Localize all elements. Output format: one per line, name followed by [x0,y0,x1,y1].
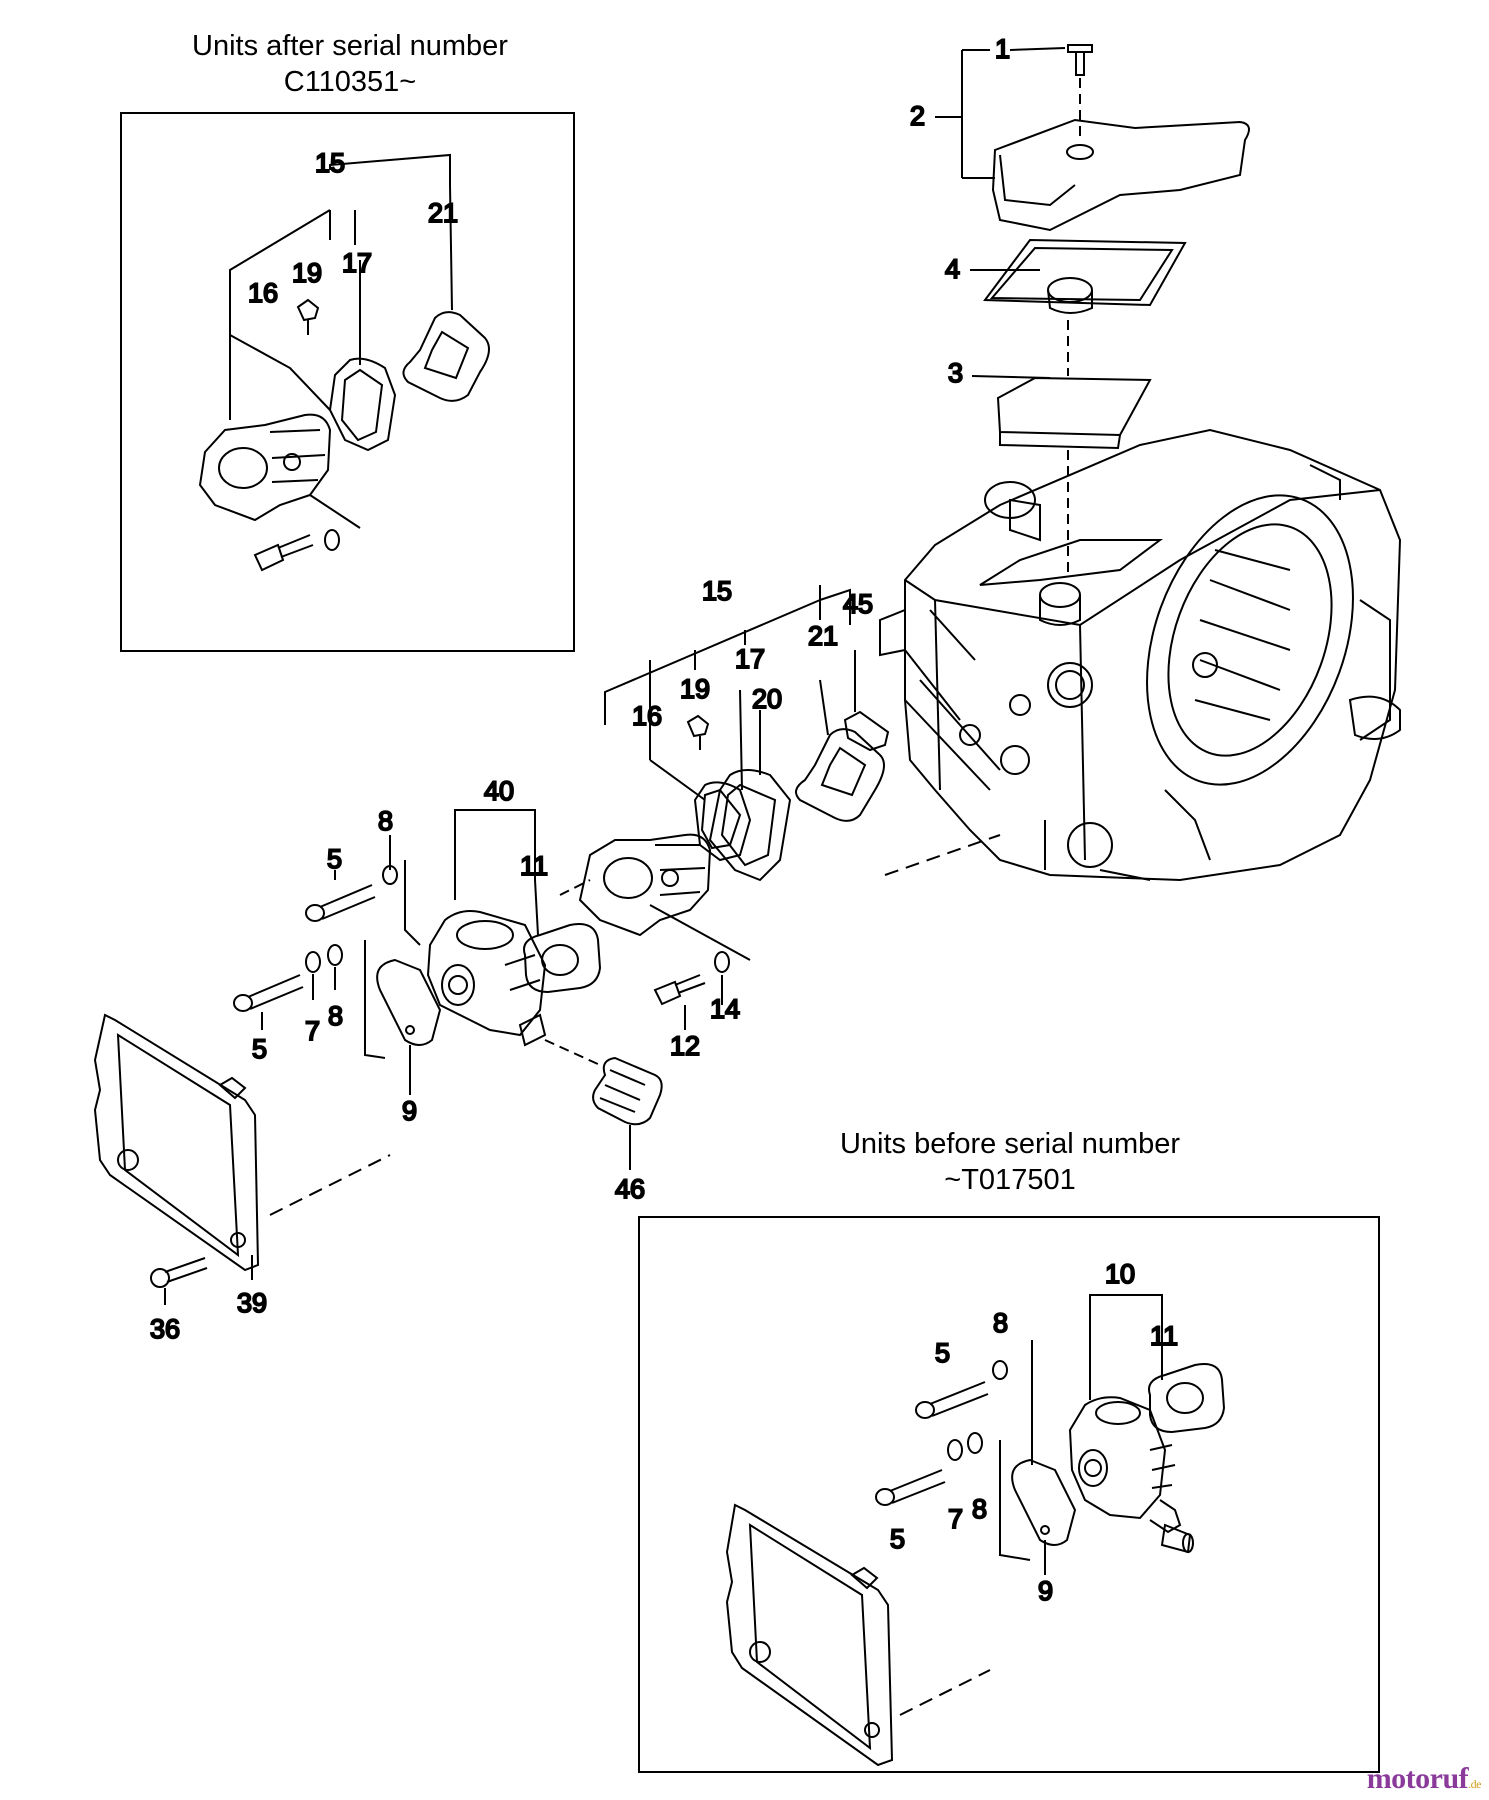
after-label-16: 16 [248,278,278,308]
label-4: 4 [945,254,960,284]
part-20 [708,710,792,882]
label-40: 40 [484,776,514,806]
label-9: 9 [402,1096,417,1126]
before-label-9: 9 [1038,1576,1053,1606]
bracket-40 [454,809,536,835]
air-filter-cover [991,118,1250,232]
label-46: 46 [615,1174,645,1204]
choke-plate-9 [376,958,442,1046]
before-inset-drawing [725,1294,1226,1767]
label-2: 2 [910,101,925,131]
label-15: 15 [702,576,732,606]
before-label-7: 7 [948,1504,963,1534]
before-label-8-upper: 8 [993,1308,1008,1338]
watermark-tld: .de [1468,1777,1481,1791]
label-17: 17 [735,644,765,674]
after-inset-title: Units after serial number C110351~ [110,28,590,100]
screw-19 [686,714,710,750]
label-20: 20 [752,684,782,714]
before-inset-title: Units before serial number ~T017501 [790,1126,1230,1198]
cover-screw-1 [1067,44,1093,76]
label-8-upper: 8 [378,806,393,836]
washer-14 [714,951,730,973]
label-3: 3 [948,358,963,388]
label-7: 7 [305,1016,320,1046]
label-16: 16 [632,701,662,731]
before-inset-title-line1: Units before serial number [839,1128,1181,1160]
label-36: 36 [150,1314,180,1344]
cover-plate-39 [93,1013,260,1272]
label-11: 11 [520,851,548,881]
label-14: 14 [710,994,740,1024]
before-inset-box [638,1216,1380,1773]
after-label-15: 15 [315,148,345,178]
after-inset-title-line2: C110351~ [283,66,417,98]
before-label-5-lower: 5 [890,1524,905,1554]
watermark-brand: motoruf [1366,1762,1469,1795]
label-12: 12 [670,1031,700,1061]
label-45: 45 [843,589,873,619]
screw-36 [150,1257,208,1288]
after-label-21: 21 [428,198,458,228]
after-inset-drawing [198,153,490,572]
after-label-19: 19 [292,258,322,288]
label-1: 1 [995,34,1010,64]
air-filter-element-3 [996,376,1152,450]
label-8-lower: 8 [328,1001,343,1031]
label-21: 21 [808,621,838,651]
watermark: motoruf.de [1366,1762,1482,1796]
intake-insulator [578,833,712,937]
gasket-21 [795,679,885,822]
filter-46 [592,1056,663,1126]
washer-8-lower [327,944,343,966]
after-label-17: 17 [342,248,372,278]
screw-5-lower [233,974,304,1012]
before-label-11: 11 [1150,1321,1178,1351]
before-inset-title-line2: ~T017501 [944,1164,1076,1196]
label-19: 19 [680,674,710,704]
label-5-lower: 5 [252,1034,267,1064]
screw-5-upper [305,884,376,922]
part-45-plate [843,650,890,752]
before-label-8-lower: 8 [972,1494,987,1524]
before-label-5-upper: 5 [935,1338,950,1368]
washer-7 [305,951,321,973]
part-17-plate [693,689,752,862]
after-inset-title-line1: Units after serial number [192,30,508,62]
label-5-upper: 5 [327,844,342,874]
air-filter-body-4 [983,238,1187,314]
after-inset-box [120,112,575,652]
gasket-11-main [523,879,602,994]
carburetor-40 [426,910,547,1047]
screw-12 [653,974,706,1006]
crankcase [879,428,1402,882]
before-label-10: 10 [1105,1259,1135,1289]
label-39: 39 [237,1288,267,1318]
